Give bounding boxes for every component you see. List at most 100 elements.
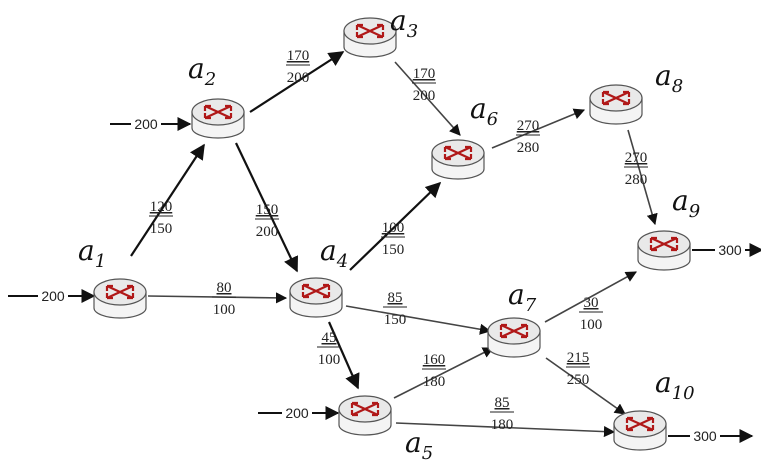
node-letter: a <box>655 59 672 92</box>
node-subscript: 7 <box>525 295 537 316</box>
node-letter: a <box>320 234 337 267</box>
external-flows-layer: 200 200 200 300 300 <box>8 116 761 444</box>
external-flow-value: 200 <box>134 116 158 132</box>
router-arrows-icon <box>601 90 631 106</box>
edge-line <box>394 61 461 136</box>
node-label-a2: a2 <box>188 52 216 90</box>
node-subscript: 5 <box>422 443 433 464</box>
node-subscript: 6 <box>487 109 498 130</box>
edge-line <box>491 108 586 149</box>
node-label-a9: a9 <box>672 184 700 222</box>
router-icon-a10 <box>613 410 667 451</box>
node-subscript: 4 <box>336 251 348 272</box>
router-icon-a1 <box>93 278 147 319</box>
node-letter: a <box>470 92 487 125</box>
node-label-a7: a7 <box>508 278 537 316</box>
node-label-a8: a8 <box>655 59 683 97</box>
node-letter: a <box>508 278 525 311</box>
edge-flow-label: 270 <box>517 118 540 134</box>
edge-line <box>627 129 658 226</box>
router-icon-a4 <box>289 277 343 318</box>
router-arrows-icon <box>355 23 385 39</box>
router-icon-a9 <box>637 230 691 271</box>
external-flow-out-a9: 300 <box>692 242 761 258</box>
edge-flow-label: 150 <box>256 202 279 218</box>
routers-layer <box>93 17 691 451</box>
external-flow-in-a1: 200 <box>8 288 96 304</box>
external-flow-in-a2: 200 <box>110 116 192 132</box>
edge-flow-label: 215 <box>567 350 590 366</box>
edge-flow-label: 270 <box>625 150 648 166</box>
node-subscript: 1 <box>95 251 106 272</box>
router-icon-a7 <box>487 317 541 358</box>
edge-flow-label: 120 <box>150 199 173 215</box>
node-label-a4: a4 <box>320 234 348 272</box>
router-arrows-icon <box>649 236 679 252</box>
router-icon-a5 <box>338 395 392 436</box>
node-label-a10: a10 <box>655 366 695 404</box>
external-flow-value: 300 <box>693 428 717 444</box>
edge-flow-label: 85 <box>388 290 403 306</box>
edge-capacity-label: 180 <box>491 417 514 433</box>
external-flow-value: 200 <box>41 288 65 304</box>
node-letter: a <box>672 184 689 217</box>
router-arrows-icon <box>203 104 233 120</box>
router-icon-a3 <box>343 17 397 58</box>
edge-flow-label: 45 <box>322 330 337 346</box>
node-letter: a <box>78 234 95 267</box>
edge-capacity-label: 200 <box>413 88 436 104</box>
edge-capacity-label: 100 <box>213 302 236 318</box>
edge-capacity-label: 150 <box>384 312 407 328</box>
node-label-a5: a5 <box>405 426 433 464</box>
node-label-a1: a1 <box>78 234 106 272</box>
external-flow-in-a5: 200 <box>258 405 340 421</box>
edge-capacity-label: 150 <box>382 242 405 258</box>
edge-line <box>395 422 616 438</box>
edge-flow-label: 100 <box>382 220 405 236</box>
node-label-a6: a6 <box>470 92 498 130</box>
router-arrows-icon <box>301 283 331 299</box>
router-arrows-icon <box>350 401 380 417</box>
node-subscript: 10 <box>672 383 695 404</box>
edge-line <box>130 143 205 257</box>
node-subscript: 3 <box>407 21 418 42</box>
node-letter: a <box>405 426 422 459</box>
edge-line <box>249 51 345 113</box>
edge-line <box>545 357 626 415</box>
router-arrows-icon <box>499 323 529 339</box>
node-letter: a <box>655 366 672 399</box>
external-flow-value: 300 <box>718 242 742 258</box>
edge-flow-label: 80 <box>217 280 232 296</box>
edge-capacity-label: 250 <box>567 372 590 388</box>
edges-layer: 1201508010017020015020017020010015085150… <box>130 48 658 438</box>
node-subscript: 8 <box>672 76 683 97</box>
edge-line <box>393 347 494 399</box>
node-letter: a <box>390 4 407 37</box>
edge-capacity-label: 200 <box>256 224 279 240</box>
node-label-a3: a3 <box>390 4 418 42</box>
edge-flow-label: 170 <box>287 48 310 64</box>
edge-flow-label: 170 <box>413 66 436 82</box>
node-letter: a <box>188 52 205 85</box>
router-arrows-icon <box>105 284 135 300</box>
node-subscript: 9 <box>689 201 700 222</box>
edge-capacity-label: 180 <box>423 374 446 390</box>
edge-line <box>349 181 442 271</box>
router-arrows-icon <box>625 416 655 432</box>
edge-line <box>235 142 298 273</box>
edge-line <box>345 305 492 335</box>
